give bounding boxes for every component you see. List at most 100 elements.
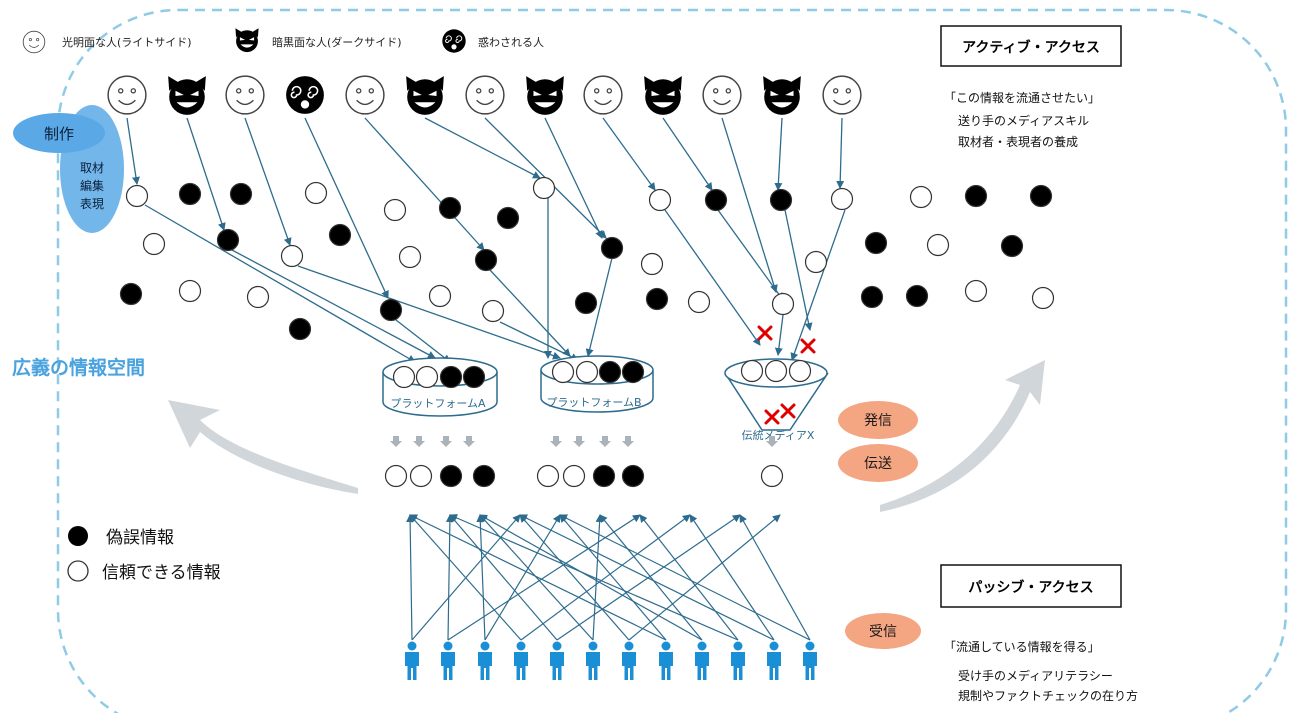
false-info-dot-icon	[68, 526, 88, 546]
false-info-label: 偽誤情報	[106, 528, 174, 548]
receive-arrow	[476, 514, 486, 641]
flow-arrow	[424, 117, 541, 179]
reliable-info-dot	[909, 185, 933, 209]
down-arrow-icon	[766, 436, 778, 447]
reliable-info-dot	[926, 233, 950, 257]
platform-a-label: プラットフォームA	[390, 397, 486, 410]
output-reliable-dot	[760, 464, 784, 488]
active-access-quote: 「この情報を流通させたい」	[944, 91, 1100, 105]
reliable-info-dot-icon	[67, 560, 89, 582]
person-icon	[405, 641, 419, 680]
light-face-icon	[345, 75, 385, 115]
receive-arrow	[447, 514, 641, 641]
light-face-icon	[22, 30, 46, 54]
reliable-info-dot	[804, 250, 828, 274]
flow-arrow	[664, 209, 761, 346]
passive-access-line-2: 規制やファクトチェックの在り方	[958, 688, 1138, 703]
light-face-icon	[225, 75, 265, 115]
transmit-label: 伝送	[864, 456, 892, 472]
false-info-dot	[864, 231, 888, 255]
stored-reliable-dot	[551, 360, 575, 384]
false-info-dot	[119, 282, 143, 306]
receive-arrow	[449, 514, 558, 641]
reliable-info-dot	[428, 284, 452, 308]
legend-dark-label: 暗黒面な人(ダークサイド)	[272, 35, 402, 49]
production-badge	[13, 113, 105, 153]
flow-arrow	[717, 209, 784, 301]
stored-false-dot	[439, 365, 463, 389]
light-face-icon	[465, 75, 505, 115]
light-face-icon	[822, 75, 862, 115]
receive-arrow	[409, 514, 522, 641]
stored-false-dot	[621, 360, 645, 384]
flow-arrow	[784, 209, 813, 331]
false-info-dot	[645, 287, 669, 311]
receive-arrow	[559, 514, 811, 641]
false-info-dot	[379, 298, 403, 322]
flow-arrows	[126, 117, 846, 413]
faces-row	[107, 75, 862, 115]
small-down-arrows	[390, 436, 778, 447]
light-face-icon	[702, 75, 742, 115]
traditional-media-label: 伝統メディアX	[742, 428, 815, 442]
red-x-icon	[764, 409, 780, 425]
output-false-dot	[439, 464, 463, 488]
down-arrow-icon	[463, 436, 475, 447]
reliable-info-dot	[304, 181, 328, 205]
red-x-icon	[800, 338, 816, 354]
flow-arrow	[186, 117, 226, 231]
output-reliable-dot	[409, 464, 433, 488]
reliable-info-dot	[532, 176, 556, 200]
output-false-dot	[472, 464, 496, 488]
stored-dots	[392, 359, 812, 389]
false-info-dot	[600, 236, 624, 260]
stored-false-dot	[462, 365, 486, 389]
stored-false-dot	[598, 360, 622, 384]
reliable-info-dot	[125, 184, 149, 208]
reliable-info-dot	[648, 188, 672, 212]
person-icon	[586, 641, 600, 680]
stored-reliable-dot	[764, 359, 788, 383]
receive-arrow	[556, 514, 741, 641]
reliable-info-dot	[687, 290, 711, 314]
flow-arrow	[585, 257, 613, 357]
false-info-dot	[769, 188, 793, 212]
dark-face-icon	[235, 28, 259, 53]
person-icon	[767, 641, 781, 680]
output-false-dot	[621, 464, 645, 488]
production-item-2: 編集	[80, 178, 104, 193]
down-arrow-icon	[573, 436, 585, 447]
false-info-dot	[438, 196, 462, 220]
person-icon	[622, 641, 636, 680]
dark-face-icon	[763, 76, 801, 115]
flow-arrow	[364, 117, 485, 251]
legend-confused-label: 惑わされる人	[478, 35, 544, 49]
production-item-1: 取材	[80, 161, 104, 175]
reliable-info-dot	[964, 279, 988, 303]
passive-access-title: パッシブ・アクセス	[968, 579, 1093, 596]
active-access-line-2: 取材者・表現者の養成	[958, 134, 1078, 149]
reliable-info-dot	[1031, 286, 1055, 310]
false-info-dot	[178, 182, 202, 206]
transmit-pill: 伝送	[838, 444, 918, 482]
receive-arrow	[479, 514, 703, 641]
receive-arrow	[409, 514, 667, 641]
false-info-dot	[288, 317, 312, 341]
rejection-marks	[757, 325, 816, 425]
stored-reliable-dot	[392, 365, 416, 389]
down-arrow-icon	[550, 436, 562, 447]
receive-arrow	[449, 514, 739, 641]
top-legend: 光明面な人(ライトサイド) 暗黒面な人(ダークサイド) 惑わされる人	[22, 28, 544, 54]
reliable-info-dot	[481, 299, 505, 323]
right-rise-arrow	[880, 360, 1045, 512]
reliable-info-dot	[640, 252, 664, 276]
receive-arrow	[519, 514, 630, 641]
dark-face-icon	[526, 76, 564, 115]
reliable-info-dot	[178, 279, 202, 303]
down-arrow-icon	[440, 436, 452, 447]
person-icon	[695, 641, 709, 680]
false-info-dot	[704, 188, 728, 212]
reliable-info-dot	[830, 187, 854, 211]
flow-arrow	[836, 117, 845, 189]
production-panel: 制作 取材 編集 表現	[13, 105, 124, 233]
